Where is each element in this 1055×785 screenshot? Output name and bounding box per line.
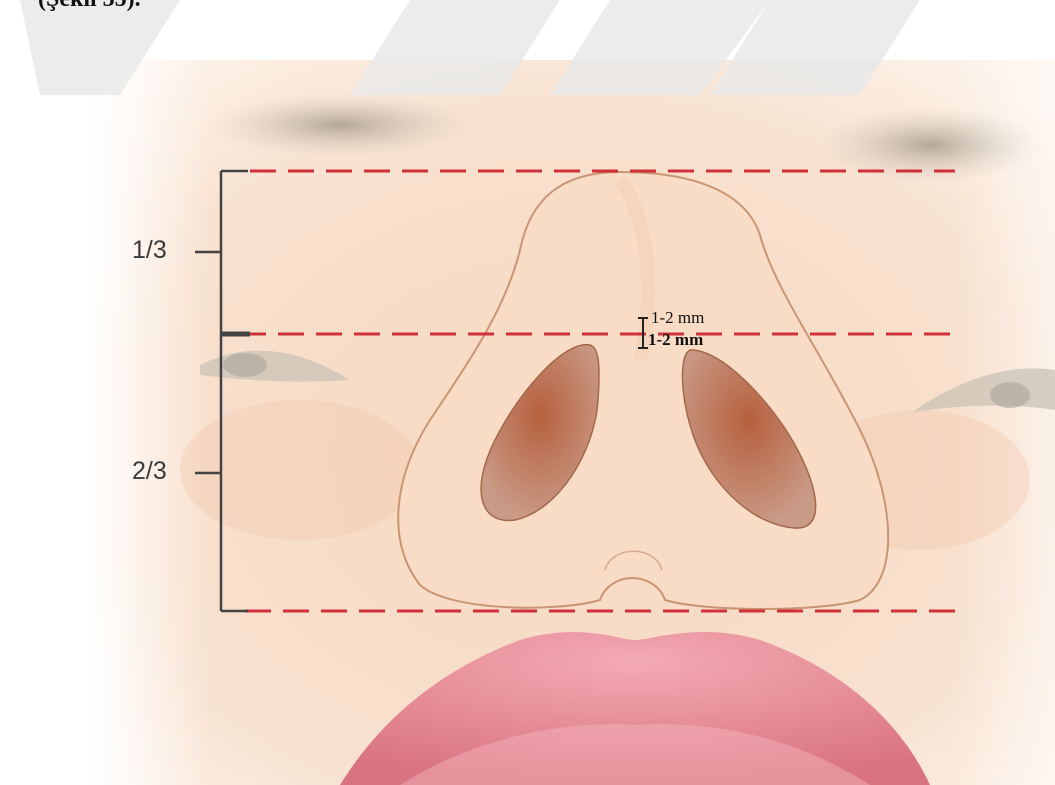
measurement-label-bottom: 1-2 mm <box>648 330 703 350</box>
figure-caption: (Şekil 35). <box>38 0 141 13</box>
right-eyebrow <box>820 107 1040 183</box>
measurement-label-top: 1-2 mm <box>651 308 704 328</box>
upper-third-label: 1/3 <box>132 236 167 265</box>
left-eyebrow <box>210 93 470 157</box>
lower-two-thirds-label: 2/3 <box>132 457 167 486</box>
